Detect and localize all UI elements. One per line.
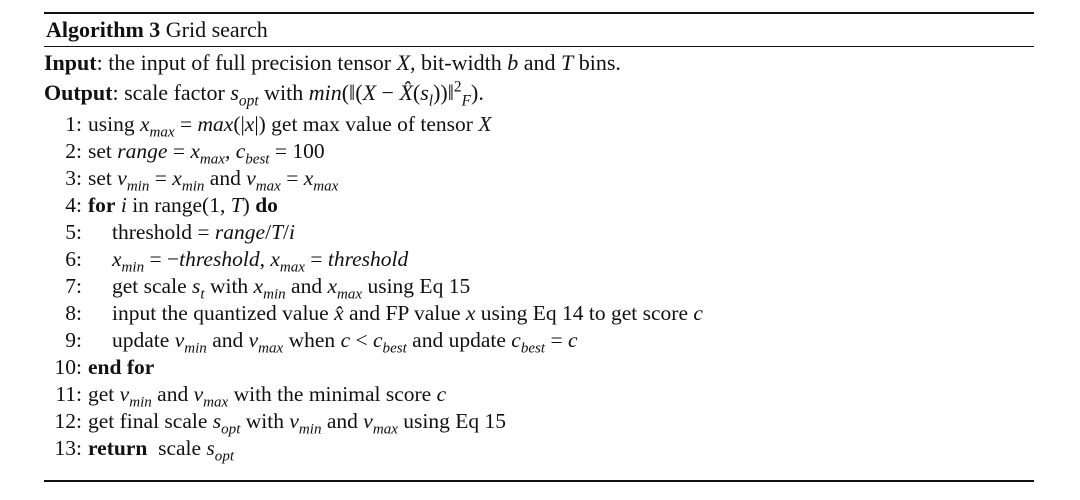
- step-3: 3:set vmin = xmin and vmax = xmax: [65, 166, 339, 195]
- top-rule: [44, 12, 1034, 14]
- step-13: 13:return scale sopt: [54, 436, 235, 465]
- step-10: 10:end for: [54, 355, 155, 379]
- step-5: 5:threshold = range/T/i: [65, 220, 295, 244]
- output-label: Output: [44, 80, 113, 105]
- step-9: 9:update vmin and vmax when c < cbest an…: [65, 328, 578, 357]
- step-7: 7:get scale st with xmin and xmax using …: [65, 274, 471, 303]
- step-8: 8:input the quantized value x̂ and FP va…: [65, 301, 703, 325]
- step-4: 4:for i in range(1, T) do: [65, 193, 278, 217]
- step-11: 11:get vmin and vmax with the minimal sc…: [55, 382, 447, 411]
- step-2: 2:set range = xmax, cbest = 100: [65, 139, 325, 168]
- algorithm-label: Algorithm 3: [46, 17, 161, 42]
- algorithm-caption: Algorithm 3 Grid search: [44, 14, 1034, 46]
- bottom-rule: [44, 480, 1034, 482]
- step-6: 6:xmin = −threshold, xmax = threshold: [65, 247, 409, 276]
- step-1: 1:using xmax = max(|x|) get max value of…: [65, 112, 492, 141]
- algorithm-title: Grid search: [165, 17, 268, 42]
- caption-rule: [44, 46, 1034, 47]
- output-line: Output: scale factor sopt with min(‖(X −…: [44, 78, 484, 110]
- input-line: Input: the input of full precision tenso…: [44, 50, 621, 75]
- step-12: 12:get final scale sopt with vmin and vm…: [54, 409, 507, 438]
- algorithm-body: Input: the input of full precision tenso…: [44, 47, 1034, 467]
- algorithm-block: Algorithm 3 Grid search Input: the input…: [44, 12, 1034, 467]
- input-label: Input: [44, 50, 97, 75]
